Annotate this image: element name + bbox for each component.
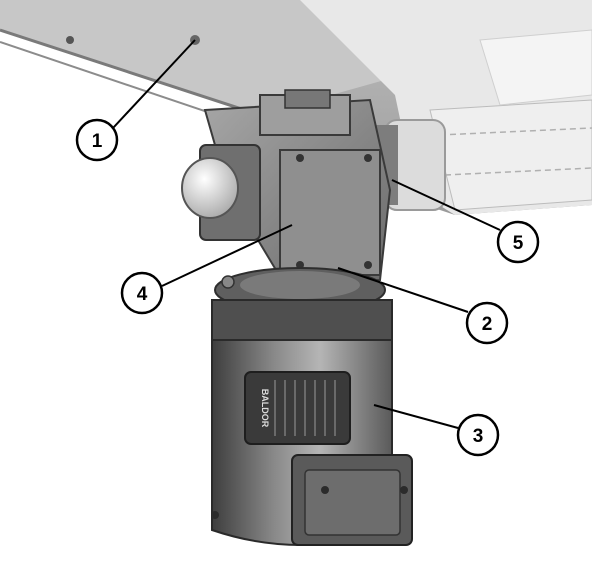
- motor-brand-label: BALDOR: [260, 389, 270, 428]
- callout-4-label: 4: [137, 284, 148, 305]
- callout-3-label: 3: [473, 426, 484, 447]
- leader-line-1: [112, 39, 196, 129]
- conveyor-belt: [300, 0, 592, 215]
- callout-5: 5: [496, 220, 540, 264]
- gearbox: [181, 89, 392, 287]
- callout-2-label: 2: [482, 314, 493, 335]
- callout-1-label: 1: [92, 131, 103, 152]
- leader-line-4: [161, 224, 293, 287]
- callout-2: 2: [465, 301, 509, 345]
- drive-motor: BALDOR: [211, 299, 413, 546]
- leader-lines: [112, 39, 501, 429]
- callout-5-label: 5: [513, 233, 524, 254]
- callout-1: 1: [75, 118, 119, 162]
- callout-4: 4: [120, 271, 164, 315]
- leader-line-2: [337, 267, 469, 313]
- leader-line-5: [391, 179, 501, 231]
- leader-line-3: [373, 404, 459, 429]
- callout-3: 3: [456, 413, 500, 457]
